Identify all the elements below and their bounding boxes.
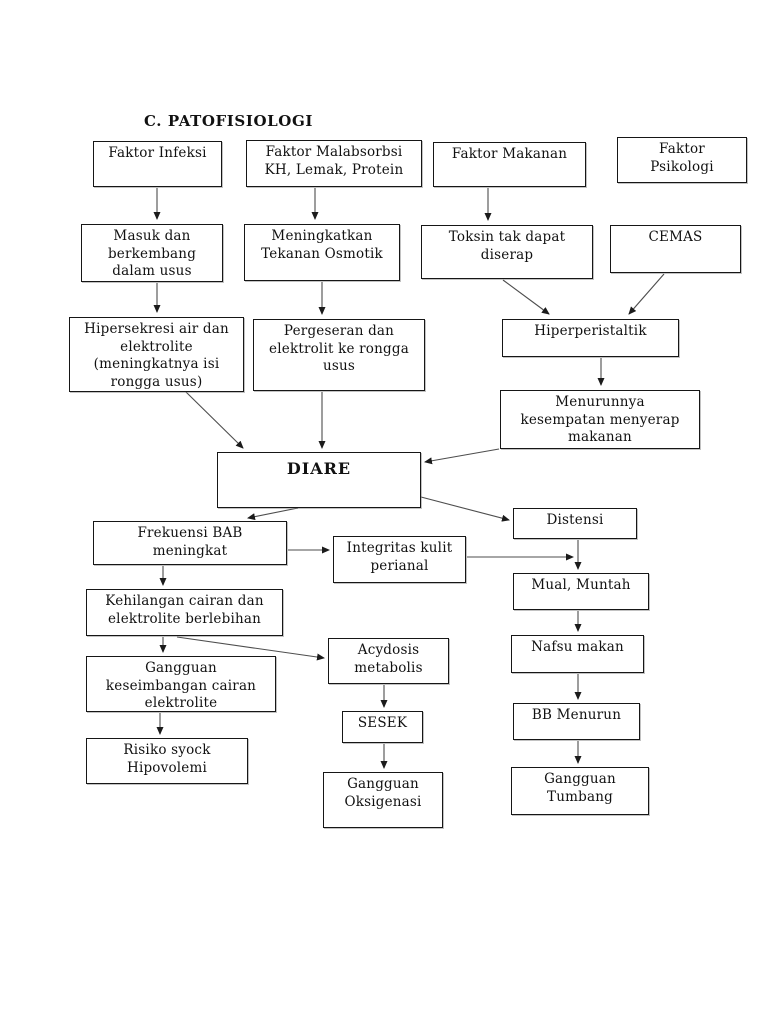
- edge-diare-distensi: [420, 496, 510, 522]
- node-faktor-infeksi: Faktor Infeksi: [93, 141, 222, 187]
- node-label: Faktor Infeksi: [108, 145, 207, 161]
- node-faktor-malabsorbsi: Faktor Malabsorbsi KH, Lemak, Protein: [246, 140, 422, 187]
- node-frekuensi-bab: Frekuensi BAB meningkat: [93, 521, 287, 565]
- node-integritas-kulit: Integritas kulit perianal: [333, 536, 466, 583]
- node-label: Nafsu makan: [531, 639, 624, 655]
- node-faktor-psikologi: Faktor Psikologi: [617, 137, 747, 183]
- node-gangguan-tumbang: Gangguan Tumbang: [511, 767, 649, 815]
- edge-hipersekresi-diare: [185, 391, 244, 449]
- node-label: Hiperperistaltik: [534, 323, 647, 339]
- node-diare: DIARE: [217, 452, 421, 508]
- node-label: Distensi: [546, 512, 604, 528]
- node-label: BB Menurun: [531, 707, 622, 723]
- node-mual-muntah: Mual, Muntah: [513, 573, 649, 610]
- node-sesek: SESEK: [342, 711, 423, 743]
- node-label: Mual, Muntah: [531, 577, 631, 593]
- node-distensi: Distensi: [513, 508, 637, 539]
- page-title: C. PATOFISIOLOGI: [144, 112, 313, 130]
- node-toksin: Toksin tak dapat diserap: [421, 225, 593, 279]
- node-label: Kehilangan cairan dan elektrolite berleb…: [105, 593, 264, 627]
- node-hiperperistaltik: Hiperperistaltik: [502, 319, 679, 357]
- node-label: SESEK: [357, 715, 408, 731]
- node-label: Integritas kulit perianal: [346, 540, 453, 574]
- node-menurunnya: Menurunnya kesempatan menyerap makanan: [500, 390, 700, 449]
- node-pergeseran: Pergeseran dan elektrolit ke rongga usus: [253, 319, 425, 391]
- edge-cemas-hiperperistaltik: [628, 273, 665, 315]
- node-label: Gangguan Oksigenasi: [344, 776, 422, 810]
- node-acydosis-metabolis: Acydosis metabolis: [328, 638, 449, 684]
- node-faktor-makanan: Faktor Makanan: [433, 142, 586, 187]
- node-risiko-syock: Risiko syock Hipovolemi: [86, 738, 248, 784]
- node-label: Faktor Malabsorbsi KH, Lemak, Protein: [264, 144, 404, 178]
- node-meningkatkan-osmotik: Meningkatkan Tekanan Osmotik: [244, 224, 400, 281]
- node-gangguan-keseimbangan: Gangguan keseimbangan cairan elektrolite: [86, 656, 276, 712]
- node-hipersekresi: Hipersekresi air dan elektrolite (mening…: [69, 317, 244, 392]
- node-kehilangan-cairan: Kehilangan cairan dan elektrolite berleb…: [86, 589, 283, 636]
- node-label: Pergeseran dan elektrolit ke rongga usus: [269, 323, 409, 374]
- node-label: Gangguan keseimbangan cairan elektrolite: [105, 660, 257, 711]
- edge-toksin-hiperperistaltik: [502, 279, 550, 315]
- node-gangguan-oksigenasi: Gangguan Oksigenasi: [323, 772, 443, 828]
- node-label: Faktor Psikologi: [650, 141, 714, 175]
- edge-diare-frekuensi: [247, 507, 299, 521]
- node-label: DIARE: [286, 459, 352, 478]
- node-label: Risiko syock Hipovolemi: [123, 742, 211, 776]
- node-label: Masuk dan berkembang dalam usus: [107, 228, 197, 279]
- node-masuk-berkembang: Masuk dan berkembang dalam usus: [81, 224, 223, 282]
- node-label: Acydosis metabolis: [354, 642, 423, 676]
- node-label: Faktor Makanan: [451, 146, 568, 162]
- node-label: Meningkatkan Tekanan Osmotik: [261, 228, 383, 262]
- node-label: Toksin tak dapat diserap: [448, 229, 566, 263]
- edge-kehilangan-acydosis: [176, 636, 325, 661]
- node-bb-menurun: BB Menurun: [513, 703, 640, 740]
- node-label: Frekuensi BAB meningkat: [137, 525, 243, 559]
- node-cemas: CEMAS: [610, 225, 741, 273]
- node-label: Gangguan Tumbang: [544, 771, 616, 805]
- node-label: Menurunnya kesempatan menyerap makanan: [520, 394, 680, 445]
- edge-menurunnya-diare: [424, 448, 500, 465]
- node-label: Hipersekresi air dan elektrolite (mening…: [84, 321, 229, 390]
- node-nafsu-makan: Nafsu makan: [511, 635, 644, 673]
- node-label: CEMAS: [648, 229, 703, 245]
